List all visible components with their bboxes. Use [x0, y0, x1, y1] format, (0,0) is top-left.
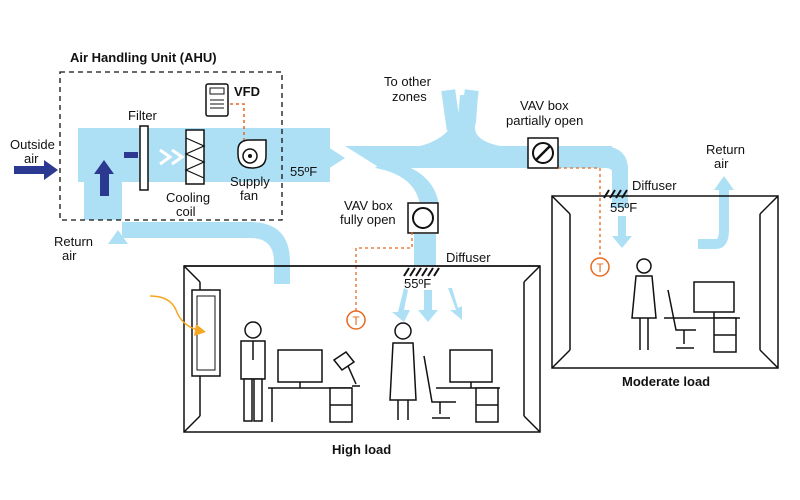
thermostat-moderate-symbol: T: [596, 261, 604, 275]
ahu-title: Air Handling Unit (AHU): [70, 50, 217, 65]
filter-icon: [139, 125, 149, 191]
other-zones-duct-a: [441, 89, 461, 131]
person-woman-moderate-icon: [631, 258, 657, 350]
thermostat-line-moderate: [558, 167, 601, 258]
supply-fan-label-1: Supply: [230, 174, 270, 189]
office-chair-high-icon: [423, 355, 456, 419]
vav-full-label-1: VAV box: [344, 198, 393, 213]
person-woman-high-icon: [389, 322, 417, 420]
return-air-dark-arrow: [94, 160, 114, 196]
thermostat-high-symbol: T: [352, 314, 360, 328]
cooling-coil-icon: [184, 129, 206, 185]
vav-full-label-2: fully open: [340, 212, 396, 227]
filter-label: Filter: [128, 108, 158, 123]
vav-partial-label-1: VAV box: [520, 98, 569, 113]
outside-air-label-2: air: [24, 151, 39, 166]
vfd-signal-line: [230, 103, 245, 140]
desk-moderate-icon: [664, 281, 740, 353]
moderate-load-label: Moderate load: [622, 374, 710, 389]
return-air-left-label-2: air: [62, 248, 77, 263]
diffuser-moderate-temp: 55ºF: [610, 200, 637, 215]
diffuser-high-label: Diffuser: [446, 250, 491, 265]
mixing-stub: [124, 152, 138, 158]
vav-full-icon: [407, 202, 439, 234]
desk-right-icon: [436, 349, 500, 423]
ahu-box: [59, 71, 283, 221]
vfd-label: VFD: [234, 84, 260, 99]
vav-partial-icon: [527, 137, 559, 169]
supply-arrow-head: [325, 145, 345, 171]
return-duct-high: [122, 222, 290, 284]
moderate-load-room: [551, 195, 779, 369]
high-load-label: High load: [332, 442, 391, 457]
cooling-coil-label-2: coil: [176, 204, 196, 219]
supply-fan-label-2: fan: [240, 188, 258, 203]
return-air-left-label-1: Return: [54, 234, 93, 249]
thermostat-moderate-icon: T: [590, 257, 610, 277]
return-air-right-arrow: [714, 176, 734, 190]
desk-lamp-icon: [332, 350, 360, 387]
supply-temp-label: 55ºF: [290, 164, 317, 179]
diffuser-air-moderate: [612, 216, 632, 248]
sun-ray-arrowhead: [194, 324, 206, 336]
return-air-right-label-1: Return: [706, 142, 745, 157]
vav-partial-label-2: partially open: [506, 113, 583, 128]
outside-air-label-1: Outside: [10, 137, 55, 152]
other-zones-label-1: To other: [384, 74, 432, 89]
other-zones-duct-b: [459, 89, 479, 131]
drop-duct-high: [414, 234, 436, 266]
sun-ray-icon: [149, 295, 199, 331]
diffuser-high-temp: 55ºF: [404, 276, 431, 291]
diffuser-moderate-label: Diffuser: [632, 178, 677, 193]
desk-left-icon: [268, 349, 353, 423]
supply-fan-icon: [237, 139, 267, 169]
vfd-icon: [205, 83, 229, 117]
outside-air-arrow: [14, 160, 58, 180]
office-chair-moderate-icon: [667, 289, 696, 349]
person-man-icon: [240, 321, 266, 422]
branch-duct-moderate: [555, 146, 628, 208]
thermostat-high-icon: T: [346, 310, 366, 330]
return-air-right-duct: [698, 188, 729, 249]
diffuser-air-high: [392, 288, 462, 322]
diffuser-high-icon: [403, 267, 440, 277]
thermostat-line-high: [355, 232, 413, 314]
return-air-right-label-2: air: [714, 156, 729, 171]
other-zones-label-2: zones: [392, 89, 427, 104]
duct-flow-chevrons: [159, 148, 185, 166]
cooling-coil-label-1: Cooling: [166, 190, 210, 205]
return-up-arrow: [108, 230, 128, 244]
